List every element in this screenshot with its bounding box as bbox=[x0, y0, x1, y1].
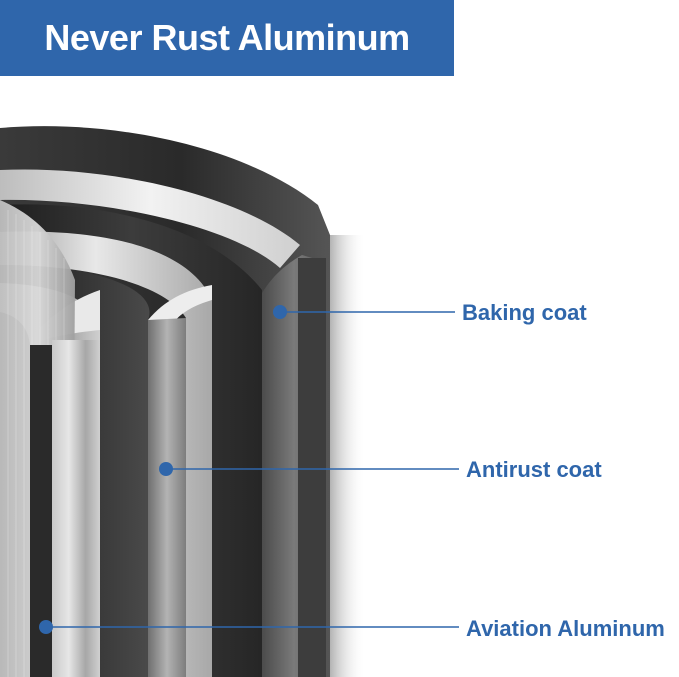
antirust-coat-layer bbox=[0, 231, 212, 677]
dark-band bbox=[0, 204, 262, 677]
title-banner: Never Rust Aluminum bbox=[0, 0, 454, 76]
wall-shadow bbox=[326, 235, 366, 677]
aluminum-face bbox=[52, 340, 100, 677]
inner-dark-band bbox=[0, 265, 150, 677]
title-text: Never Rust Aluminum bbox=[44, 17, 410, 58]
inner-slit bbox=[30, 345, 52, 677]
baking-coat-label: Baking coat bbox=[462, 300, 587, 325]
outer-rim-highlight bbox=[0, 169, 300, 268]
callout-antirust-coat bbox=[159, 462, 459, 476]
antirust-coat-label: Antirust coat bbox=[466, 457, 602, 482]
mid-grey-layer bbox=[148, 318, 186, 677]
antirust-coat-top-face bbox=[148, 285, 212, 322]
baking-coat-edge bbox=[298, 258, 326, 677]
callout-baking-coat bbox=[273, 305, 455, 319]
callout-aviation-aluminum bbox=[39, 620, 459, 634]
aviation-aluminum-label: Aviation Aluminum bbox=[466, 616, 665, 641]
